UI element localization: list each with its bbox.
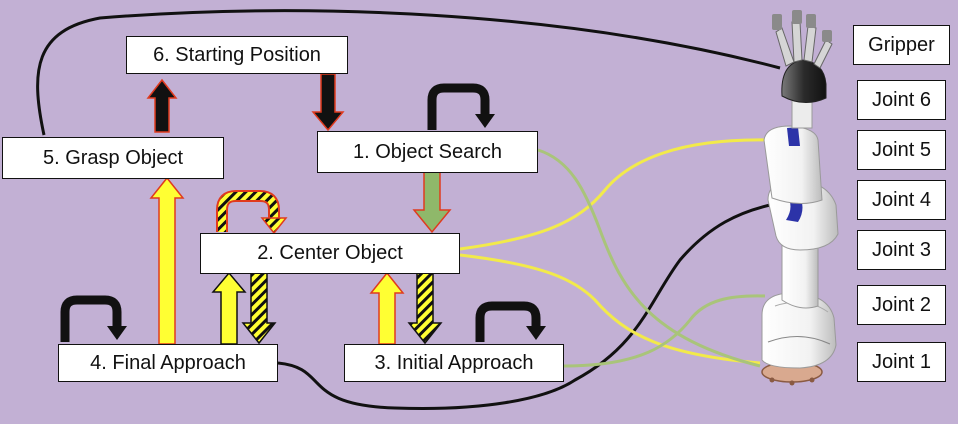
robot-arm-image — [761, 10, 839, 386]
loop-arrow-final-approach — [60, 295, 127, 342]
arrow-starting-to-search — [311, 73, 345, 132]
label-joint6: Joint 6 — [857, 80, 946, 120]
state-initial-approach: 3. Initial Approach — [344, 344, 564, 382]
label-joint2: Joint 2 — [857, 285, 946, 325]
state-grasp-object: 5. Grasp Object — [2, 137, 224, 179]
arrow-search-to-center — [412, 171, 452, 234]
arrow-center-to-initial — [407, 272, 443, 345]
arrow-initial-to-center — [369, 271, 405, 345]
wire-center-object-to-joint5 — [459, 138, 771, 251]
wire-final-approach-to-joint4 — [277, 203, 771, 410]
state-center-object: 2. Center Object — [200, 233, 460, 274]
arrow-center-to-final — [241, 272, 277, 345]
arrow-grasp-to-starting — [146, 78, 178, 133]
wire-initial-approach-to-joint2 — [563, 294, 766, 368]
state-object-search: 1. Object Search — [317, 131, 538, 173]
arrow-final-to-center — [211, 271, 247, 345]
state-final-approach: 4. Final Approach — [58, 344, 278, 382]
wire-center-object-to-joint1 — [459, 253, 761, 365]
loop-arrow-initial-approach — [475, 301, 546, 342]
label-joint4: Joint 4 — [857, 180, 946, 220]
label-joint5: Joint 5 — [857, 130, 946, 170]
state-starting-position: 6. Starting Position — [126, 36, 348, 74]
wire-object-search-to-joint1 — [537, 148, 761, 368]
label-gripper: Gripper — [853, 25, 950, 65]
wire-grasp-to-gripper — [36, 9, 781, 136]
loop-arrow-center-object — [216, 190, 288, 235]
loop-arrow-object-search — [427, 83, 495, 130]
label-joint1: Joint 1 — [857, 342, 946, 382]
arrow-final-to-grasp — [149, 176, 185, 345]
label-joint3: Joint 3 — [857, 230, 946, 270]
